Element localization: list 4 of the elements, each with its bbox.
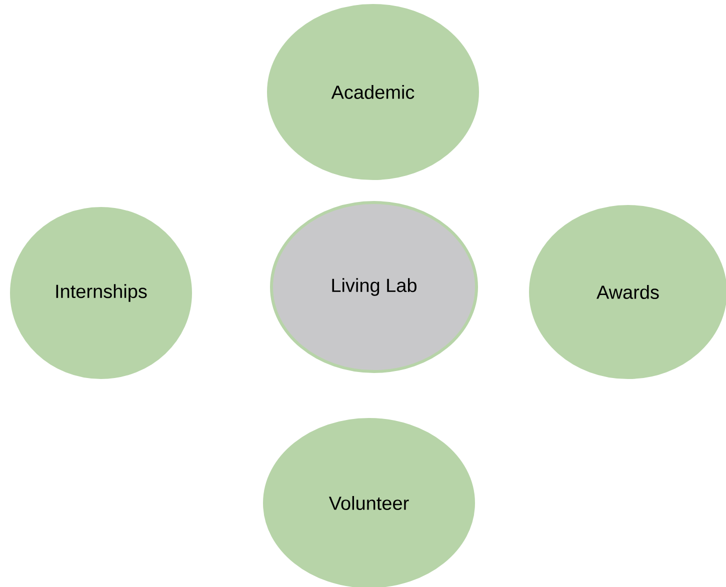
ellipse-node: Internships: [10, 207, 192, 379]
ellipse-node: Awards: [529, 205, 726, 379]
ellipse-node: Volunteer: [263, 418, 475, 587]
ellipse-node: Academic: [267, 4, 479, 180]
